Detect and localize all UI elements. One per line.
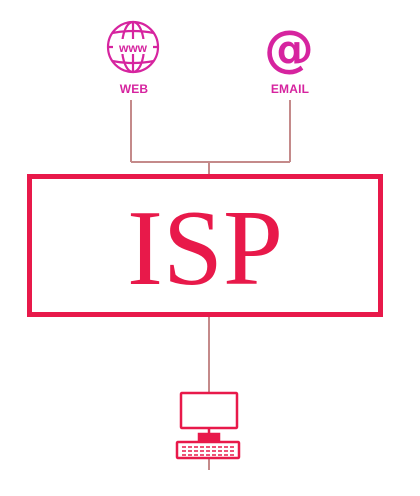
connector-lines (130, 100, 291, 470)
isp-box: ISP (27, 174, 383, 317)
email-label: EMAIL (270, 82, 310, 96)
desktop-computer-icon (175, 391, 241, 460)
globe-www-icon: www (106, 20, 160, 74)
svg-text:www: www (118, 41, 148, 55)
isp-label: ISP (126, 188, 284, 308)
at-sign-icon: @ (264, 20, 314, 78)
svg-text:@: @ (264, 20, 314, 78)
web-label: WEB (119, 82, 149, 96)
